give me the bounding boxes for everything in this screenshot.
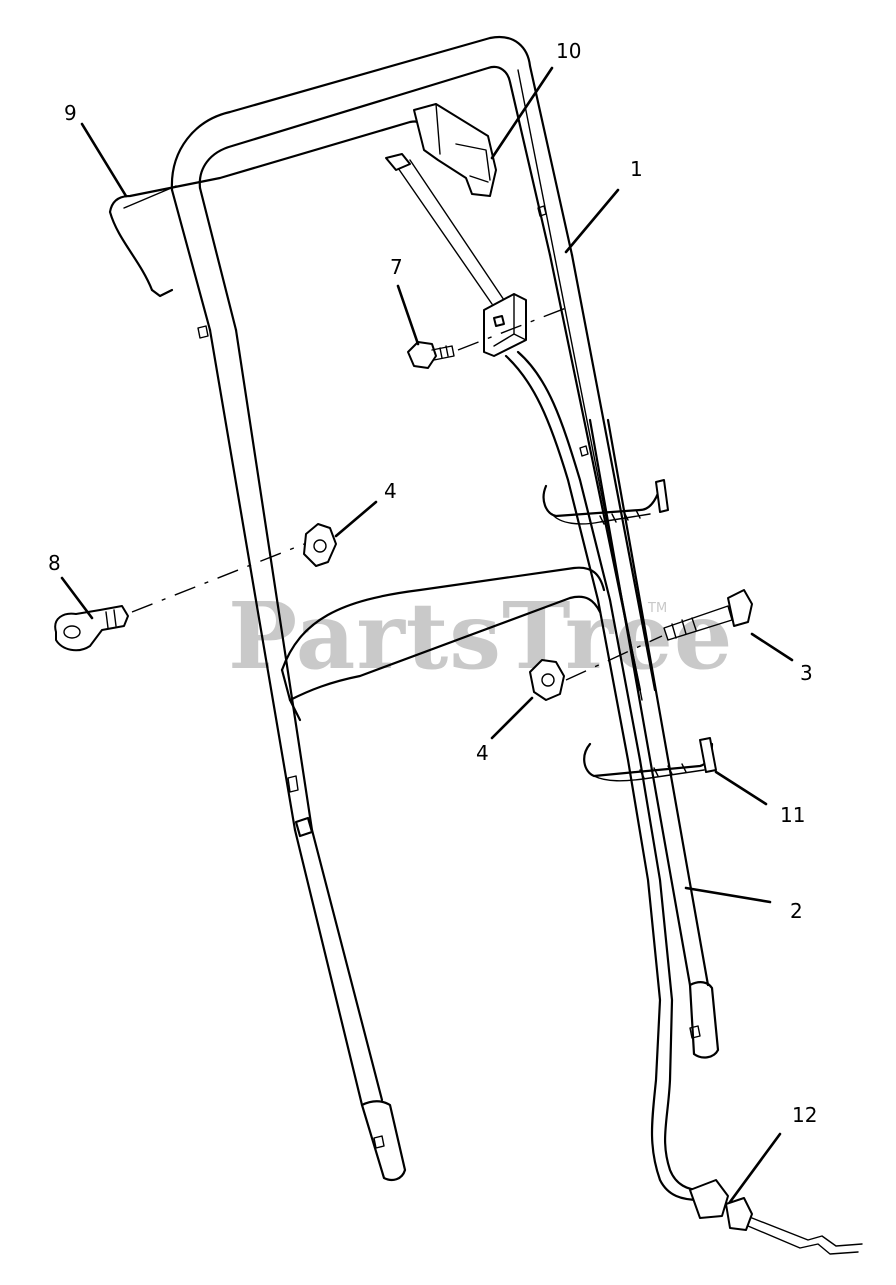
- callout-labels: 1 2 3 4 4 7 8 9 10 11 12: [48, 39, 817, 1127]
- callout-12: 12: [792, 1103, 817, 1127]
- leader-3: [750, 632, 794, 662]
- leader-9: [80, 122, 128, 198]
- lower-handle: [208, 328, 720, 1181]
- callout-7: 7: [390, 255, 403, 279]
- cable-bracket: [483, 293, 527, 357]
- watermark: PartsTree TM: [228, 582, 733, 690]
- callout-4-lower: 4: [476, 741, 489, 765]
- watermark-text: PartsTree: [228, 582, 733, 690]
- callout-4-upper: 4: [384, 479, 397, 503]
- callout-3: 3: [800, 661, 813, 685]
- bolt-3: [565, 589, 753, 681]
- leader-12: [728, 1132, 782, 1204]
- cable-end-12: [689, 1179, 863, 1255]
- knob-8: [54, 543, 305, 652]
- leader-4b: [490, 696, 534, 740]
- leader-4a: [334, 500, 378, 538]
- callout-8: 8: [48, 551, 61, 575]
- cable-tie-upper: [542, 479, 669, 525]
- leader-8: [60, 576, 94, 620]
- bolt-7: [407, 307, 567, 369]
- upper-handle: [170, 35, 657, 701]
- control-bracket: [413, 103, 497, 197]
- control-cable: [385, 153, 702, 1202]
- leader-2: [684, 886, 772, 904]
- leader-1: [564, 188, 620, 254]
- callout-10: 10: [556, 39, 581, 63]
- callout-2: 2: [790, 899, 803, 923]
- callout-9: 9: [64, 101, 77, 125]
- leader-10: [490, 66, 554, 160]
- nut-lower: [529, 659, 565, 701]
- watermark-trademark: TM: [647, 601, 667, 616]
- leader-11: [714, 770, 768, 806]
- cable-tie-lower: [583, 737, 717, 782]
- leader-7: [396, 284, 420, 346]
- control-bail: [108, 120, 430, 298]
- callout-1: 1: [630, 157, 643, 181]
- nut-upper: [303, 523, 337, 567]
- callout-11: 11: [780, 803, 805, 827]
- leader-lines: [60, 66, 794, 1204]
